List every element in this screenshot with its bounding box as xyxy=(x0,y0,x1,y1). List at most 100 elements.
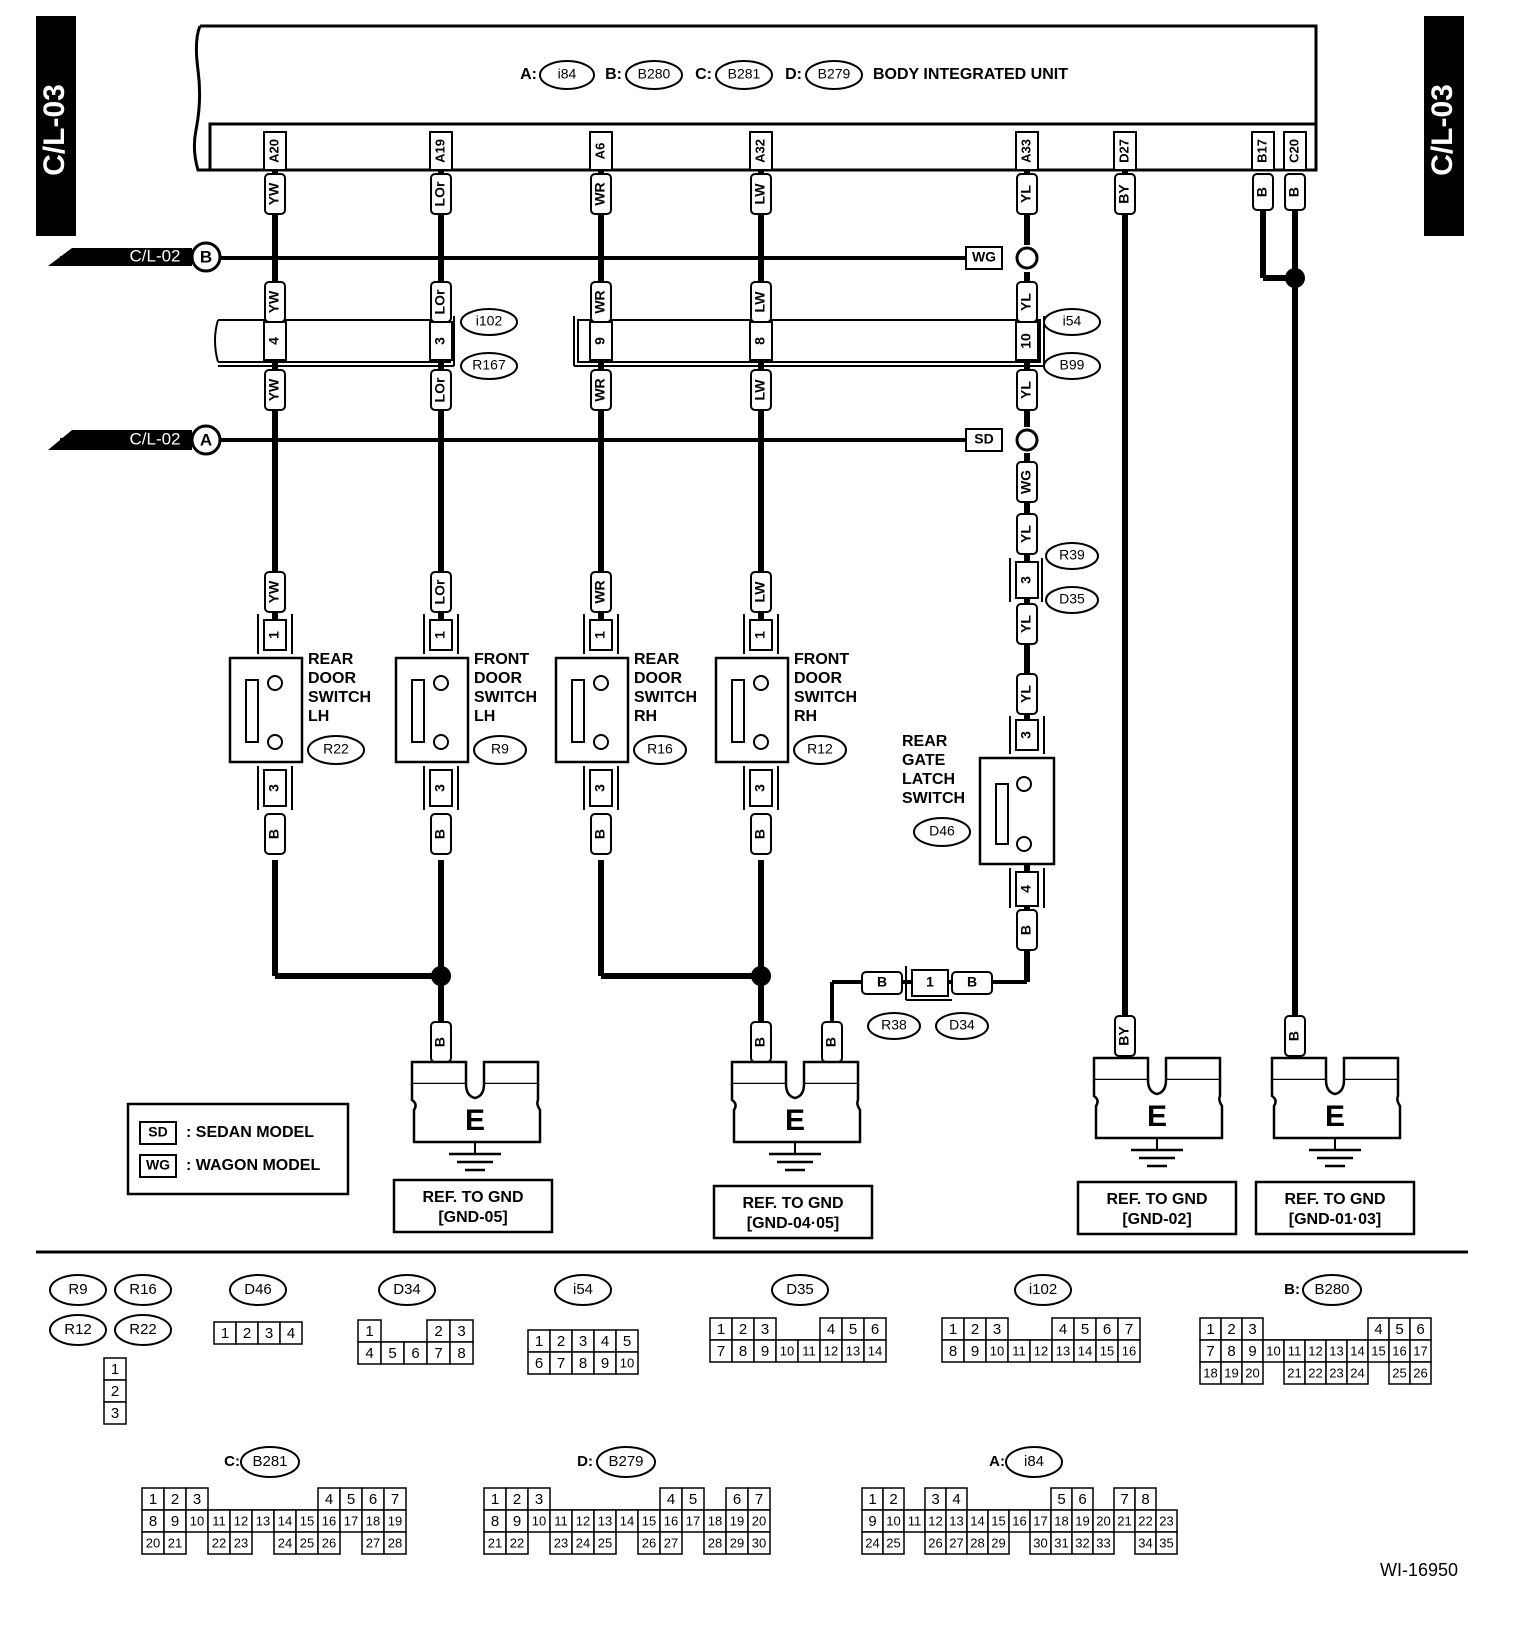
connector-pin-number: 12 xyxy=(576,1513,590,1528)
svg-text:B280: B280 xyxy=(638,66,671,82)
connector-cavity xyxy=(1409,1361,1432,1385)
connector-cavity xyxy=(1346,1361,1369,1385)
svg-text:D34: D34 xyxy=(393,1281,421,1298)
connector-pin-number: 21 xyxy=(168,1535,182,1550)
svg-text:B: B xyxy=(1286,1031,1302,1041)
svg-text:YW: YW xyxy=(266,182,282,205)
connector-pin-number: 1 xyxy=(535,1333,543,1350)
connector-pin-number: 21 xyxy=(488,1535,502,1550)
connector-pin-number: 2 xyxy=(889,1491,897,1508)
connector-pin-number: 9 xyxy=(761,1343,769,1360)
svg-text:8: 8 xyxy=(752,337,768,345)
connector-cavity xyxy=(317,1531,341,1555)
connector-pin-number: 2 xyxy=(971,1321,979,1338)
connector-pin-number: 1 xyxy=(949,1321,957,1338)
connector-pin-number: 6 xyxy=(1416,1321,1424,1338)
svg-text:WG: WG xyxy=(972,249,996,265)
svg-text:REF. TO GND: REF. TO GND xyxy=(742,1195,843,1212)
svg-text:A32: A32 xyxy=(752,139,767,163)
svg-text:B281: B281 xyxy=(252,1453,287,1470)
svg-text:D:: D: xyxy=(577,1453,593,1470)
connector-pin-number: 1 xyxy=(717,1321,725,1338)
connector-pin-number: 8 xyxy=(1227,1343,1235,1360)
connector-pin-number: 16 xyxy=(322,1513,336,1528)
connector-pin-number: 25 xyxy=(598,1535,612,1550)
connector-pin-number: 17 xyxy=(1413,1343,1427,1358)
connector-cavity xyxy=(882,1531,905,1555)
inline-connector-r39: 3 R39 D35 xyxy=(1009,542,1099,614)
svg-text:R16: R16 xyxy=(129,1281,157,1298)
connector-pin-number: 16 xyxy=(664,1513,678,1528)
connector-pin-number: 14 xyxy=(278,1513,292,1528)
svg-text:[GND-02]: [GND-02] xyxy=(1122,1211,1191,1228)
connector-pin-number: 8 xyxy=(739,1343,747,1360)
connector-cavity xyxy=(1155,1531,1178,1555)
connector-pin-number: 20 xyxy=(1096,1513,1110,1528)
connector-pin-number: 19 xyxy=(388,1513,402,1528)
svg-text:10: 10 xyxy=(1018,333,1034,349)
wire-color-tags: YW YW YW YW B LOr LOr LOr LOr B B WR WR … xyxy=(264,173,1306,1063)
svg-text:R167: R167 xyxy=(472,357,506,373)
svg-text:1: 1 xyxy=(926,974,934,990)
connector-pin-number: 4 xyxy=(1059,1321,1067,1338)
svg-text:A:: A: xyxy=(989,1453,1005,1470)
ground-gnd-02: E REF. TO GND [GND-02] xyxy=(1076,1056,1238,1236)
connector-pin-number: 5 xyxy=(1395,1321,1403,1338)
connector-pin-number: 26 xyxy=(322,1535,336,1550)
tag-sd: SD xyxy=(965,428,1003,452)
connector-pin-number: 2 xyxy=(739,1321,747,1338)
connector-pin-number: 1 xyxy=(868,1491,876,1508)
connector-pin-number: 9 xyxy=(601,1355,609,1372)
connector-pin-number: 25 xyxy=(886,1535,900,1550)
switch-rear-gate-latch: 3 4 REAR GATE LATCH SWITCH D46 xyxy=(902,716,1056,908)
connector-pin-number: 17 xyxy=(1033,1513,1047,1528)
svg-text:C/L-03: C/L-03 xyxy=(38,84,71,176)
connector-pin-number: 7 xyxy=(755,1491,763,1508)
switch-front-door-lh: 1 3 FRONT DOOR SWITCH LH R9 xyxy=(394,614,537,810)
connector-pin-number: 1 xyxy=(221,1325,229,1342)
connector-cavity xyxy=(593,1531,617,1555)
svg-text:: SEDAN MODEL: : SEDAN MODEL xyxy=(186,1124,314,1141)
svg-text:B281: B281 xyxy=(728,66,761,82)
connector-pin-number: 7 xyxy=(557,1355,565,1372)
ground-gnd-05: E REF. TO GND [GND-05] xyxy=(392,1060,554,1234)
connector-pin-number: 18 xyxy=(708,1513,722,1528)
connector-pin-number: 12 xyxy=(928,1513,942,1528)
connector-pin-number: 3 xyxy=(993,1321,1001,1338)
connector-pin-number: 4 xyxy=(1374,1321,1382,1338)
connector-pin-number: 9 xyxy=(1248,1343,1256,1360)
svg-text:R16: R16 xyxy=(647,741,673,757)
connector-pin-number: 27 xyxy=(664,1535,678,1550)
svg-text:R22: R22 xyxy=(323,741,349,757)
connector-pin-number: 3 xyxy=(931,1491,939,1508)
svg-text:R12: R12 xyxy=(64,1321,92,1338)
svg-text:C/L-03: C/L-03 xyxy=(1426,84,1459,176)
svg-text:LOr: LOr xyxy=(432,181,448,206)
connector-pin-number: 28 xyxy=(970,1535,984,1550)
connector-pin-number: 19 xyxy=(730,1513,744,1528)
inline-connector-r38: 1 R38 D34 xyxy=(867,966,989,1040)
connector-pin-number: 9 xyxy=(971,1343,979,1360)
connector-pin-number: 10 xyxy=(1266,1343,1280,1358)
connector-pin-number: 35 xyxy=(1159,1535,1173,1550)
connector-pin-number: 20 xyxy=(146,1535,160,1550)
svg-text:3: 3 xyxy=(266,784,282,792)
connector-pin-number: 4 xyxy=(365,1345,373,1362)
svg-text:C:: C: xyxy=(224,1453,240,1470)
connector-pin-number: 25 xyxy=(300,1535,314,1550)
connector-cavity xyxy=(987,1531,1010,1555)
svg-text:B17: B17 xyxy=(1254,139,1269,163)
connector-cavity xyxy=(1117,1339,1141,1363)
svg-text:A:: A: xyxy=(520,66,537,83)
svg-text:SD: SD xyxy=(148,1124,167,1140)
connector-pin-number: 12 xyxy=(234,1513,248,1528)
svg-text:YW: YW xyxy=(266,290,282,313)
svg-text:R39: R39 xyxy=(1059,547,1085,563)
connector-pin-number: 24 xyxy=(1350,1365,1364,1380)
svg-text:REAR: REAR xyxy=(634,651,680,668)
svg-text:A: A xyxy=(200,430,212,449)
connector-id: i84 xyxy=(558,66,577,82)
svg-text:GATE: GATE xyxy=(902,752,946,769)
connector-pin-number: 17 xyxy=(686,1513,700,1528)
